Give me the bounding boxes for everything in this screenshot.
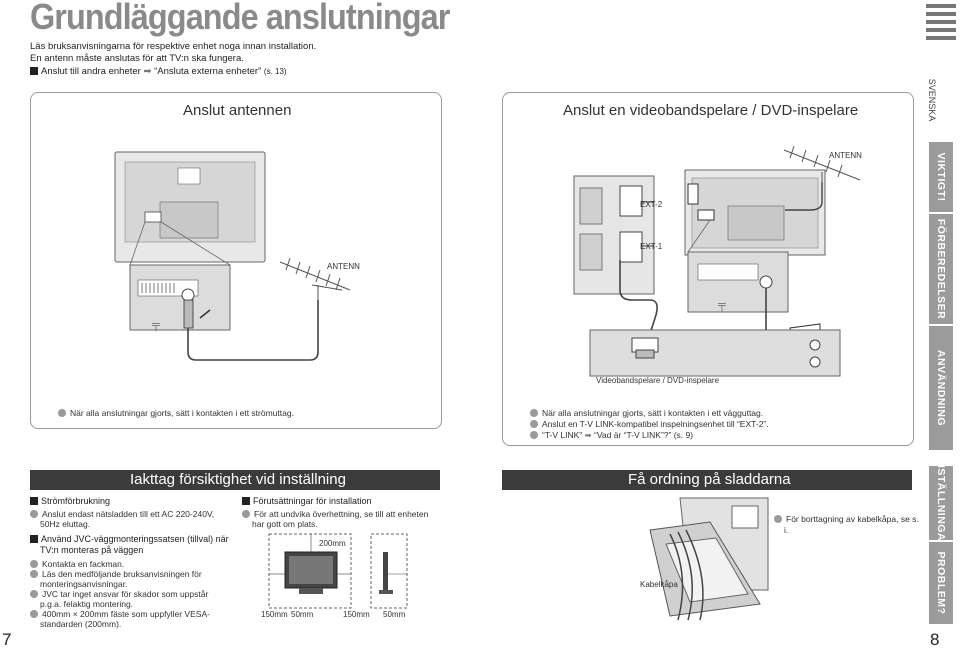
- square-bullet-icon: [30, 67, 38, 75]
- side-tab-problem[interactable]: PROBLEM?: [929, 542, 953, 624]
- dim-bottom: 50mm: [291, 610, 314, 619]
- page-number-left: 7: [2, 630, 12, 649]
- round-bullet-icon: [530, 409, 538, 417]
- side-tab-anvandning[interactable]: ANVÄNDNING: [929, 326, 953, 450]
- mount-item-1: Kontakta en fackman.: [30, 559, 230, 569]
- square-bullet-icon: [30, 535, 38, 543]
- antenna-panel-heading: Anslut antennen: [183, 102, 292, 119]
- intro-line-1: Läs bruksanvisningarna för respektive en…: [30, 41, 317, 52]
- dim-left: 150mm: [261, 610, 288, 619]
- install-section: Förutsättningar för installation För att…: [242, 496, 442, 529]
- dim-top: 200mm: [319, 539, 346, 548]
- ext2-label: EXT-2: [640, 200, 663, 209]
- square-bullet-icon: [30, 497, 38, 505]
- dim-rear: 50mm: [383, 610, 406, 619]
- power-section: Strömförbrukning Anslut endast nätsladde…: [30, 496, 230, 629]
- left-antenna-label: ANTENN: [327, 262, 360, 271]
- dim-right: 150mm: [343, 610, 370, 619]
- intro-ref: “Ansluta externa enheter”: [154, 66, 262, 77]
- mount-item-4: 400mm × 200mm fäste som uppfyller VESA-s…: [30, 609, 230, 629]
- round-bullet-icon: [30, 590, 38, 598]
- round-bullet-icon: [58, 409, 66, 417]
- power-item: Anslut endast nätsladden till ett AC 220…: [30, 509, 230, 529]
- stripes-logo-icon: [926, 4, 956, 44]
- right-panel-notes: När alla anslutningar gjorts, sätt i kon…: [530, 408, 769, 441]
- arrow-right-icon: ➡: [143, 66, 152, 77]
- ext1-label: EXT-1: [640, 242, 663, 251]
- side-tab-forberedelser[interactable]: FÖRBEREDELSER: [929, 214, 953, 324]
- round-bullet-icon: [30, 570, 38, 578]
- installation-clearance-diagram: [268, 533, 408, 609]
- side-tab-viktigt[interactable]: VIKTIGT!: [929, 142, 953, 212]
- mount-item-3: JVC tar inget ansvar för skador som upps…: [30, 589, 230, 609]
- round-bullet-icon: [242, 510, 250, 518]
- intro-line-3: Anslut till andra enheter ➡ “Ansluta ext…: [30, 66, 287, 77]
- cable-cover-label: Kabelkåpa: [640, 580, 678, 589]
- round-bullet-icon: [774, 515, 782, 523]
- mount-item-2: Läs den medföljande bruksanvisningen för…: [30, 569, 230, 589]
- cables-note: För borttagning av kabelkåpa, se s. i.: [774, 514, 924, 536]
- caution-heading-bar: Iakttag försiktighet vid inställning: [30, 470, 440, 490]
- left-panel-note: När alla anslutningar gjorts, sätt i kon…: [58, 408, 294, 418]
- intro-line-2: En antenn måste anslutas för att TV:n sk…: [30, 53, 244, 64]
- page-number-right: 8: [930, 630, 940, 649]
- vcr-device-label: Videobandspelare / DVD-inspelare: [596, 376, 720, 385]
- round-bullet-icon: [30, 560, 38, 568]
- intro-page-ref: (s. 13): [263, 67, 287, 76]
- cable-cover-illustration: [649, 497, 769, 621]
- cables-heading-bar: Få ordning på sladdarna: [502, 470, 912, 490]
- svg-text:╤: ╤: [151, 319, 160, 332]
- antenna-connection-diagram: ╤: [114, 151, 351, 361]
- right-note-3: “T-V LINK” ➡ “Vad är “T-V LINK”?” (s. 9): [530, 430, 769, 441]
- right-note-2: Anslut en T-V LINK-kompatibel inspelning…: [530, 419, 769, 430]
- install-item: För att undvika överhettning, se till at…: [242, 509, 442, 529]
- arrow-right-icon: ➡: [584, 430, 592, 440]
- vcr-connection-diagram: ╤: [573, 145, 861, 377]
- power-title: Strömförbrukning: [30, 496, 230, 506]
- install-title: Förutsättningar för installation: [242, 496, 442, 506]
- square-bullet-icon: [242, 497, 250, 505]
- mount-title: Använd JVC-väggmonteringssatsen (tillval…: [30, 534, 230, 556]
- vcr-panel-heading: Anslut en videobandspelare / DVD-inspela…: [563, 102, 859, 119]
- side-tab-installningar[interactable]: INSTÄLLNINGAR: [929, 457, 953, 549]
- svg-text:╤: ╤: [717, 299, 726, 312]
- right-note-1: När alla anslutningar gjorts, sätt i kon…: [530, 408, 769, 419]
- round-bullet-icon: [30, 610, 38, 618]
- page-title: Grundläggande anslutningar: [30, 0, 450, 37]
- right-antenna-label: ANTENN: [829, 151, 862, 160]
- round-bullet-icon: [30, 510, 38, 518]
- round-bullet-icon: [530, 431, 538, 439]
- round-bullet-icon: [530, 420, 538, 428]
- language-label: SVENSKA: [927, 78, 937, 122]
